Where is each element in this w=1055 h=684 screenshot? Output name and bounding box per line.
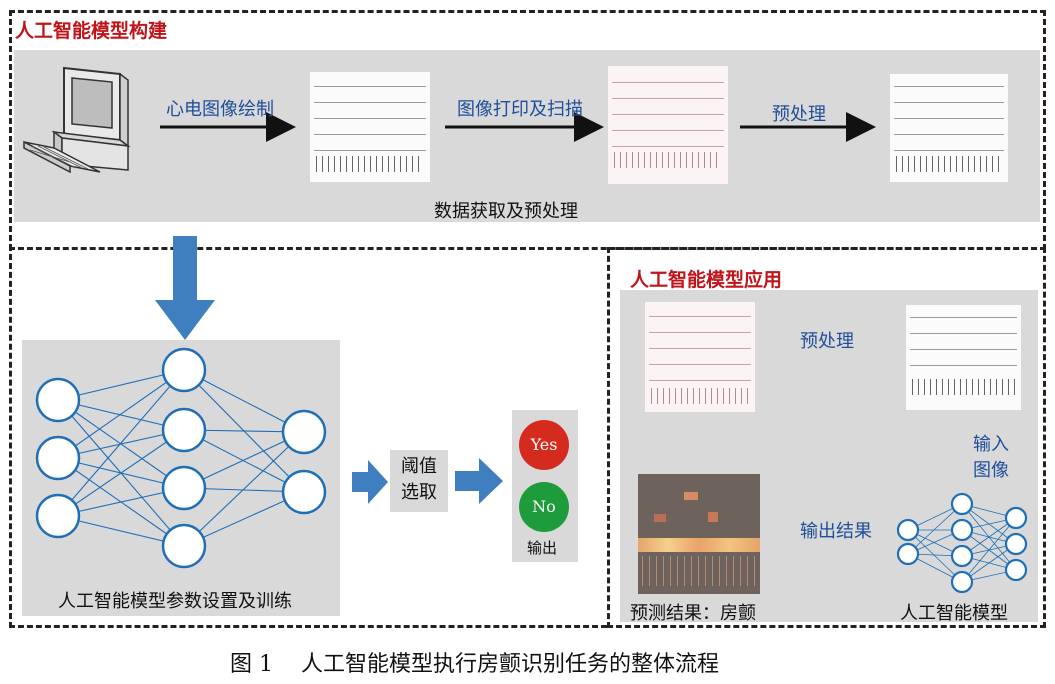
network-edge — [907, 503, 963, 555]
network-node — [35, 493, 81, 539]
build-section-frame-bottom — [9, 625, 607, 628]
down-arrow-icon — [155, 236, 215, 340]
network-edge — [907, 529, 963, 583]
apply-preprocess-label: 预处理 — [800, 331, 854, 352]
threshold-box: 阈值 选取 — [390, 450, 448, 512]
network-node — [161, 407, 207, 453]
network-node — [281, 409, 327, 455]
network-node — [950, 544, 974, 568]
yes-indicator: Yes — [519, 420, 569, 470]
apply-input-label-2: 图像 — [973, 460, 1009, 481]
ecg-image-drawn — [310, 72, 430, 182]
ecg-image-preprocessed — [890, 74, 1008, 182]
network-edge — [57, 429, 185, 517]
heatmap-image — [638, 474, 760, 594]
network-node — [1004, 532, 1028, 556]
figure-caption: 图 1 人工智能模型执行房颤识别任务的整体流程 — [230, 652, 719, 677]
network-node — [896, 542, 920, 566]
threshold-line2: 选取 — [401, 482, 437, 503]
step-preprocess-label: 预处理 — [772, 104, 826, 125]
network-edge — [183, 431, 305, 547]
network-edge — [961, 517, 1017, 583]
network-node — [1004, 558, 1028, 582]
model-label: 人工智能模型 — [900, 603, 1008, 624]
network-node — [161, 465, 207, 511]
network-node — [35, 435, 81, 481]
build-section-frame-left — [9, 245, 12, 628]
apply-section-title: 人工智能模型应用 — [630, 269, 783, 291]
data-acquisition-caption: 数据获取及预处理 — [434, 201, 578, 222]
apply-section-frame — [607, 247, 1046, 628]
network-edge — [57, 369, 185, 459]
step-print-scan-label: 图像打印及扫描 — [457, 99, 583, 120]
no-indicator: No — [519, 482, 569, 532]
network-node — [161, 523, 207, 569]
apply-ecg-preprocessed — [906, 305, 1021, 410]
output-label: 输出 — [527, 539, 558, 557]
build-section-title: 人工智能模型构建 — [15, 20, 168, 42]
network-node — [35, 377, 81, 423]
network-node — [950, 570, 974, 594]
arrow-to-output-icon — [455, 458, 503, 504]
network-node — [1004, 506, 1028, 530]
threshold-line1: 阈值 — [401, 456, 437, 477]
computer-icon — [23, 66, 131, 174]
ecg-image-scanned — [608, 66, 728, 184]
network-edge — [57, 369, 185, 517]
training-caption: 人工智能模型参数设置及训练 — [58, 591, 292, 612]
network-node — [281, 469, 327, 515]
arrow-to-threshold-icon — [352, 460, 388, 504]
network-node — [896, 518, 920, 542]
small-neural-network — [896, 492, 1028, 594]
network-node — [161, 347, 207, 393]
network-node — [950, 518, 974, 542]
build-section-frame — [9, 10, 1046, 250]
apply-output-label: 输出结果 — [800, 521, 872, 542]
prediction-label: 预测结果：房颤 — [630, 603, 756, 624]
network-edge — [183, 429, 305, 493]
neural-network-diagram — [35, 347, 327, 569]
network-node — [950, 492, 974, 516]
apply-input-label-1: 输入 — [973, 434, 1009, 455]
network-edge — [183, 369, 305, 433]
step-ecg-draw-label: 心电图像绘制 — [166, 99, 274, 120]
apply-ecg-input — [645, 302, 755, 412]
